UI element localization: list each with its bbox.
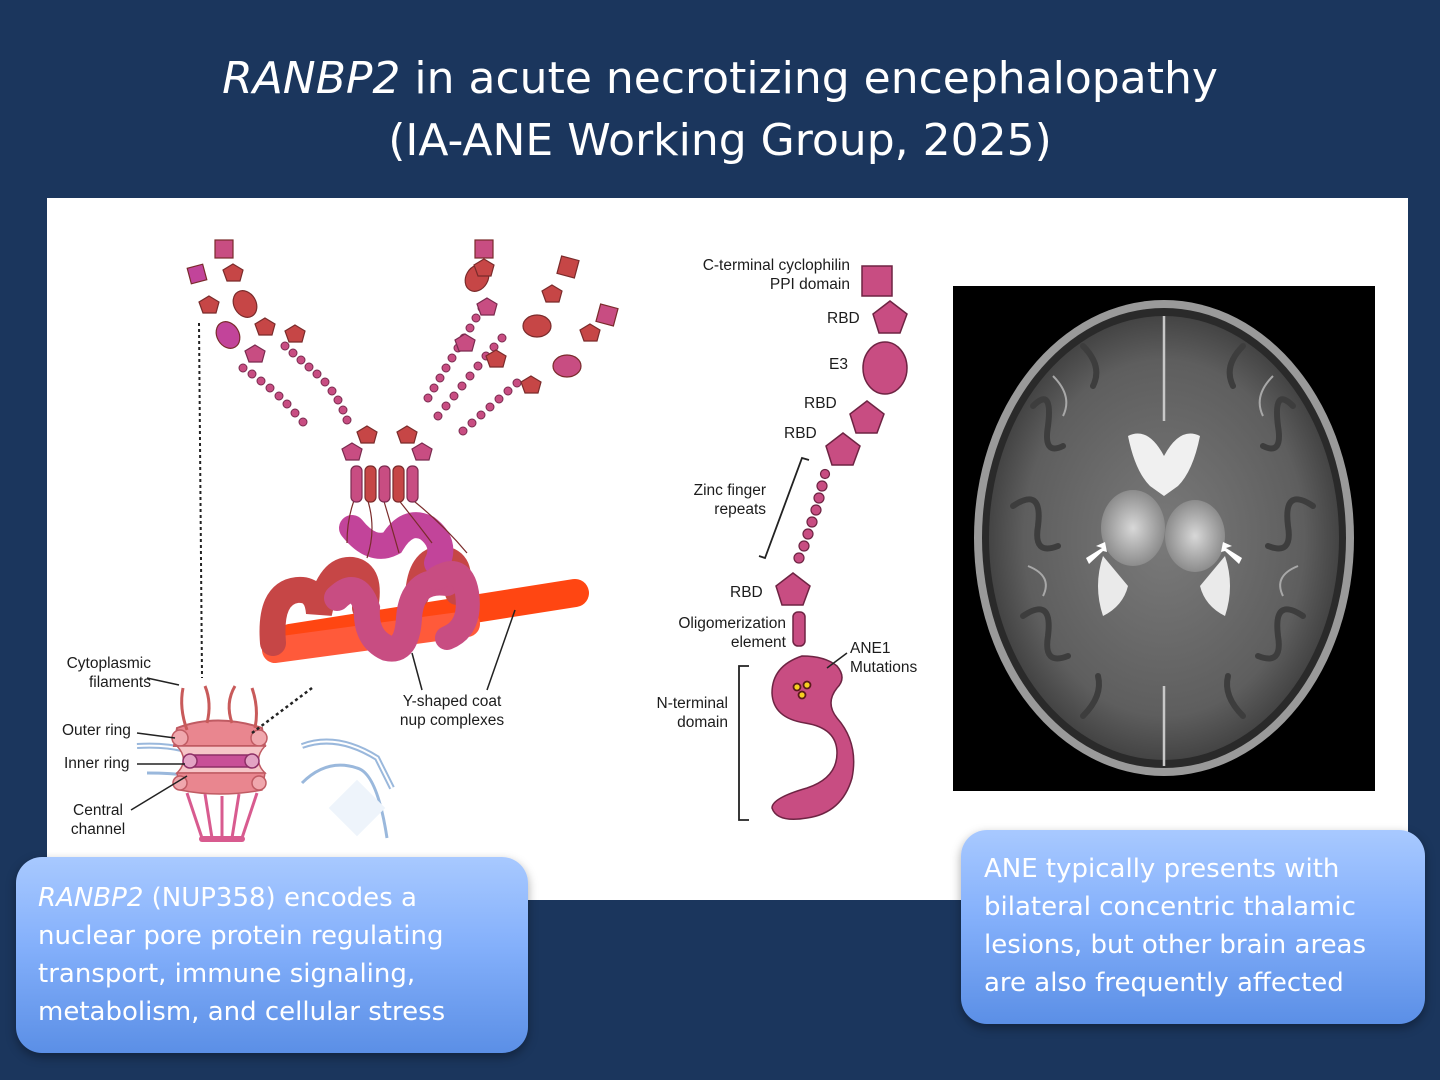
label-outer-ring: Outer ring [62, 722, 131, 739]
nuclear-pore [130, 322, 395, 842]
label-rbd-2: RBD [804, 395, 837, 412]
callout-ranbp2-function: RANBP2 (NUP358) encodes a nuclear pore p… [16, 857, 528, 1053]
brain-mri-image [953, 286, 1375, 791]
title-line2: (IA-ANE Working Group, 2025) [388, 115, 1052, 166]
callout-ane-presentation: ANE typically presents with bilateral co… [961, 830, 1425, 1024]
label-rbd-1: RBD [827, 310, 860, 327]
title-gene: RANBP2 [222, 53, 401, 104]
title-line1: in acute necrotizing encephalopathy [400, 53, 1218, 104]
figure-illustration [130, 239, 908, 842]
label-rbd-3: RBD [784, 425, 817, 442]
callout-left-gene: RANBP2 [38, 883, 144, 913]
label-e3: E3 [829, 356, 848, 373]
mri-drawing [974, 300, 1354, 776]
y-complex-zoom [186, 239, 619, 691]
label-rbd-4: RBD [730, 584, 763, 601]
callout-left-text: (NUP358) encodes a nuclear pore protein … [38, 883, 446, 1027]
label-inner-ring: Inner ring [64, 755, 130, 772]
slide-title: RANBP2 in acute necrotizing encephalopat… [0, 48, 1440, 172]
callout-right-text: ANE typically presents with bilateral co… [984, 854, 1367, 998]
ranbp2-domain-diagram [738, 265, 908, 821]
